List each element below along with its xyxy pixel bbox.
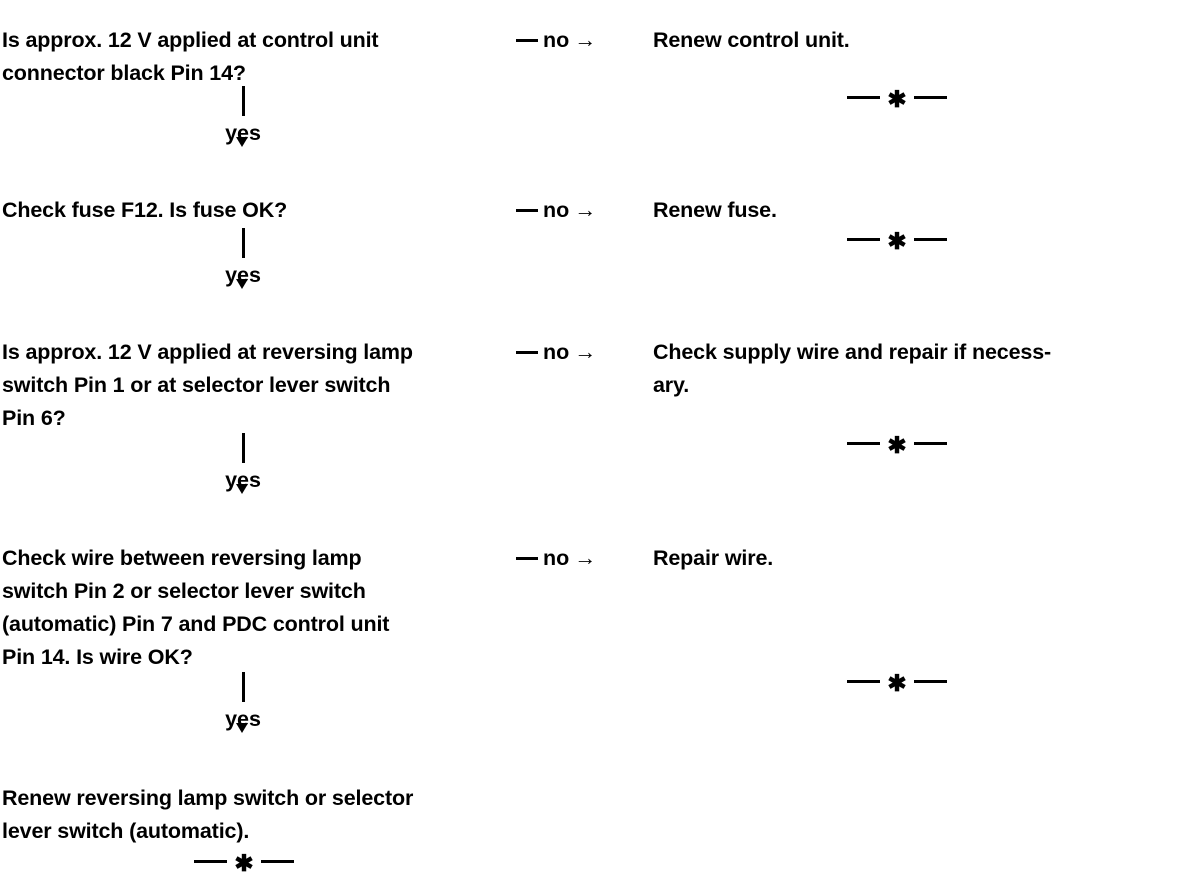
result-text-1: Renew control unit.: [653, 28, 850, 52]
branch-dash-icon: [516, 209, 538, 212]
branch-dash-icon: [516, 557, 538, 560]
separator-bar-right-icon: [913, 237, 947, 241]
yes-label-1: yes: [225, 121, 261, 145]
separator-bar-left-icon: [847, 441, 881, 445]
connector-arrow-down-icon: [236, 723, 250, 751]
no-branch-2: no →: [516, 194, 596, 227]
question-text-2: Check fuse F12. Is fuse OK?: [2, 198, 288, 222]
yes-connector-2: yes: [198, 228, 288, 307]
no-branch-3: no →: [516, 336, 596, 369]
result-text-3: Check supply wire and repair if necess- …: [653, 340, 1052, 397]
arrow-right-icon: →: [574, 26, 597, 52]
separator-bar-left-icon: [194, 859, 228, 863]
arrow-right-icon: →: [574, 544, 597, 570]
no-label-4: no: [543, 546, 570, 570]
branch-end-separator-1: ✱: [842, 86, 952, 112]
question-text-3: Is approx. 12 V applied at reversing lam…: [2, 340, 413, 430]
yes-connector-4: yes: [198, 672, 288, 751]
chart-end-separator: ✱: [189, 850, 299, 876]
branch-dash-icon: [516, 39, 538, 42]
separator-bar-left-icon: [847, 679, 881, 683]
question-text-1: Is approx. 12 V applied at control unit …: [2, 28, 379, 85]
asterisk-icon: ✱: [887, 670, 907, 696]
connector-arrow-down-icon: [236, 137, 250, 165]
separator-bar-right-icon: [913, 441, 947, 445]
arrow-right-icon: →: [574, 338, 597, 364]
separator-bar-right-icon: [260, 859, 294, 863]
yes-connector-3: yes: [198, 433, 288, 512]
branch-end-separator-4: ✱: [842, 670, 952, 696]
asterisk-icon: ✱: [887, 86, 907, 112]
separator-bar-left-icon: [847, 237, 881, 241]
final-step-text: Renew reversing lamp switch or selector …: [2, 786, 414, 843]
no-label-1: no: [543, 28, 570, 52]
no-label-2: no: [543, 198, 570, 222]
asterisk-icon: ✱: [887, 432, 907, 458]
branch-end-separator-3: ✱: [842, 432, 952, 458]
yes-label-2: yes: [225, 263, 261, 287]
asterisk-icon: ✱: [234, 850, 254, 876]
yes-connector-1: yes: [198, 86, 288, 165]
connector-stem-icon: [241, 228, 245, 258]
separator-bar-right-icon: [913, 95, 947, 99]
yes-label-3: yes: [225, 468, 261, 492]
question-text-4: Check wire between reversing lamp switch…: [2, 546, 390, 669]
connector-arrow-down-icon: [236, 484, 250, 512]
arrow-right-icon: →: [574, 196, 597, 222]
result-text-2: Renew fuse.: [653, 198, 777, 222]
branch-dash-icon: [516, 351, 538, 354]
no-branch-4: no →: [516, 542, 596, 575]
connector-stem-icon: [241, 433, 245, 463]
connector-arrow-down-icon: [236, 279, 250, 307]
separator-bar-right-icon: [913, 679, 947, 683]
result-text-4: Repair wire.: [653, 546, 774, 570]
separator-bar-left-icon: [847, 95, 881, 99]
yes-label-4: yes: [225, 707, 261, 731]
no-branch-1: no →: [516, 24, 596, 57]
no-label-3: no: [543, 340, 570, 364]
branch-end-separator-2: ✱: [842, 228, 952, 254]
connector-stem-icon: [241, 672, 245, 702]
asterisk-icon: ✱: [887, 228, 907, 254]
connector-stem-icon: [241, 86, 245, 116]
